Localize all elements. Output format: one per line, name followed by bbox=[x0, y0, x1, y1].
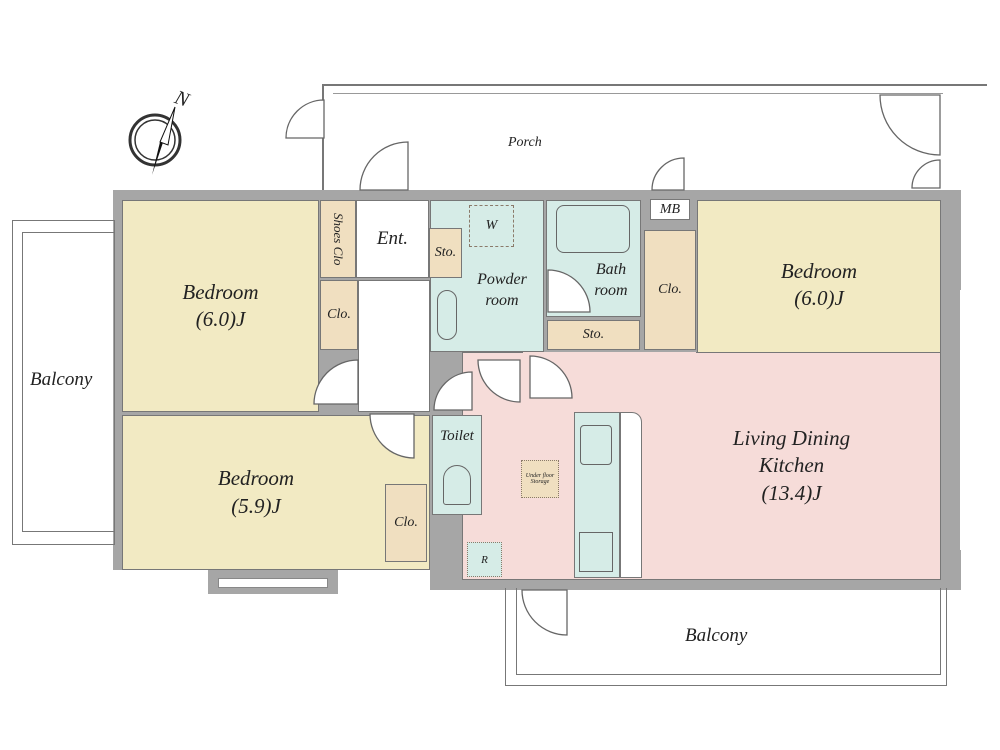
ldk-upper-fill bbox=[523, 352, 696, 372]
sink-icon bbox=[580, 425, 612, 465]
storage-entrance: Sto. bbox=[429, 228, 462, 278]
closet-bottom-left: Clo. bbox=[385, 484, 427, 562]
washbasin-icon bbox=[437, 290, 457, 340]
kitchen-partition bbox=[620, 412, 642, 578]
porch-outline-inner bbox=[333, 93, 943, 94]
closet-top-left: Clo. bbox=[320, 280, 358, 350]
balcony-bottom bbox=[505, 588, 947, 686]
bedroom-size: (6.0)J bbox=[195, 307, 246, 331]
stove-icon bbox=[579, 532, 613, 572]
bedroom-bottom-left: Bedroom (5.9)J bbox=[122, 415, 430, 570]
under-floor-storage: Under floor Storage bbox=[521, 460, 559, 498]
balcony-left bbox=[12, 220, 115, 545]
washer-space: W bbox=[469, 205, 514, 247]
meter-box: MB bbox=[650, 199, 690, 220]
bedroom-top-left: Bedroom (6.0)J bbox=[122, 200, 319, 412]
bedroom-name: Bedroom bbox=[182, 279, 259, 304]
entrance[interactable]: Ent. bbox=[356, 200, 429, 278]
porch-outline bbox=[322, 84, 987, 86]
toilet-bowl-icon bbox=[443, 465, 471, 505]
shoes-closet: Shoes Clo bbox=[320, 200, 356, 278]
exterior-notch bbox=[960, 290, 1000, 550]
bathtub-icon bbox=[556, 205, 630, 253]
balcony-bottom-inner bbox=[516, 588, 941, 675]
north-compass-icon bbox=[128, 106, 182, 175]
refrigerator-space: R bbox=[467, 542, 502, 577]
balcony-bottom-label: Balcony bbox=[685, 625, 748, 646]
closet-right: Clo. bbox=[644, 230, 696, 350]
bay-window-glass bbox=[218, 578, 328, 588]
powder-room: Powder room bbox=[430, 200, 544, 352]
hallway bbox=[358, 280, 430, 412]
balcony-left-inner bbox=[22, 232, 115, 532]
balcony-left-label: Balcony bbox=[30, 369, 93, 390]
storage-bath: Sto. bbox=[547, 320, 640, 350]
porch-label: Porch bbox=[508, 135, 542, 150]
